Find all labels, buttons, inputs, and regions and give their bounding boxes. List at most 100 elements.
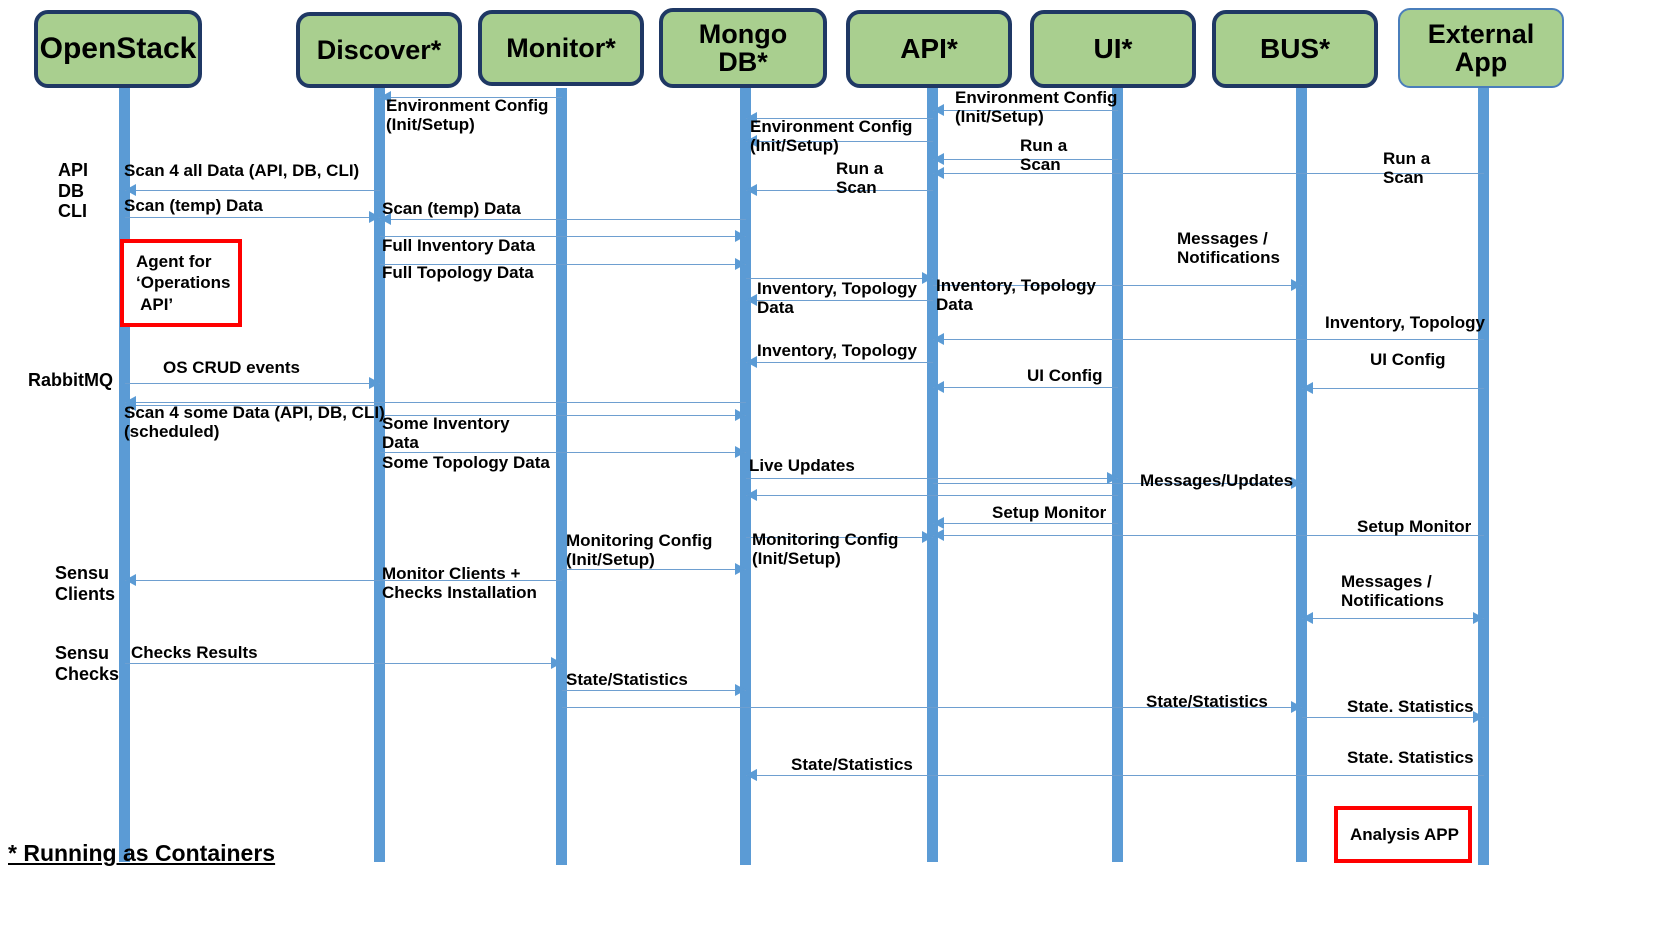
message-line-m37 [1301, 717, 1484, 718]
message-line-m33 [1301, 618, 1484, 619]
message-label-m03: Environment Config (Init/Setup) [955, 88, 1118, 127]
arrowhead-m23 [734, 409, 746, 421]
message-label-m11: Full Inventory Data [382, 236, 536, 255]
arrowhead-m20 [368, 377, 380, 389]
arrowhead-m02 [745, 112, 757, 124]
lifeline-api [927, 88, 938, 862]
message-line-m01 [379, 97, 562, 98]
message-label-m15: Inventory, Topology Data [936, 276, 1096, 315]
arrowhead-m24 [734, 446, 746, 458]
message-label-m34: Checks Results [131, 643, 258, 662]
message-label-m26: Messages/Updates [1140, 471, 1294, 490]
message-label-m01: Environment Config (Init/Setup) [386, 96, 549, 135]
message-line-m07 [932, 173, 1484, 174]
message-label-m39: State/Statistics [791, 755, 913, 774]
message-line-m16 [932, 339, 1484, 340]
message-line-m14 [745, 300, 933, 301]
message-line-m05 [932, 159, 1118, 160]
arrowhead-m15 [921, 272, 933, 284]
message-line-m12 [379, 264, 746, 265]
message-line-m22 [124, 405, 380, 406]
arrowhead-m28 [932, 517, 944, 529]
message-label-m10: Scan (temp) Data [382, 199, 521, 218]
arrowhead-m39 [745, 769, 757, 781]
arrowhead-m32 [124, 574, 136, 586]
gutter-label-2: Sensu Clients [55, 563, 116, 604]
actor-box-openstack[interactable]: OpenStack [34, 10, 202, 88]
message-label-m14: Inventory, Topology Data [757, 279, 917, 318]
lifeline-mongodb [740, 88, 751, 865]
message-label-m22: Scan 4 some Data (API, DB, CLI) (schedul… [124, 403, 385, 442]
actor-box-monitor[interactable]: Monitor* [478, 10, 644, 86]
message-label-m13: Messages / Notifications [1177, 229, 1280, 268]
arrowhead-m16 [932, 333, 944, 345]
message-line-m34 [124, 663, 562, 664]
gutter-label-3: Sensu Checks [55, 643, 120, 684]
actor-box-mongodb[interactable]: Mongo DB* [659, 8, 827, 88]
message-line-m32 [124, 580, 562, 581]
actor-box-externalapp[interactable]: External App [1398, 8, 1564, 88]
lifeline-monitor [556, 88, 567, 865]
message-line-m31 [561, 569, 746, 570]
arrowhead-m07 [932, 167, 944, 179]
message-line-m06 [124, 190, 380, 191]
actor-box-ui[interactable]: UI* [1030, 10, 1196, 88]
message-line-m20 [124, 383, 380, 384]
arrowhead-m14 [745, 294, 757, 306]
arrowhead-m10 [379, 213, 391, 225]
message-label-m37: State. Statistics [1347, 697, 1474, 716]
message-label-m33: Messages / Notifications [1341, 572, 1444, 611]
message-line-m17 [745, 362, 933, 363]
message-label-m18: UI Config [1027, 366, 1103, 385]
arrowhead-m34 [550, 657, 562, 669]
arrowhead-m33 [1472, 612, 1484, 624]
actor-box-bus[interactable]: BUS* [1212, 10, 1378, 88]
message-label-m31: Monitoring Config (Init/Setup) [566, 531, 713, 570]
arrowhead-m27 [745, 489, 757, 501]
footnote-running-as-containers: * Running as Containers [8, 840, 276, 866]
arrowhead-m36 [1290, 701, 1302, 713]
arrowhead-m05 [932, 153, 944, 165]
message-line-m24 [379, 452, 746, 453]
message-label-m19: UI Config [1370, 350, 1446, 369]
message-line-m30 [745, 537, 933, 538]
message-line-m08 [745, 190, 933, 191]
actor-box-discover[interactable]: Discover* [296, 12, 462, 88]
message-label-m16: Inventory, Topology [1325, 313, 1485, 332]
message-label-m24: Some Topology Data [382, 453, 550, 472]
arrowhead-m03 [932, 104, 944, 116]
message-line-m13 [932, 285, 1302, 286]
arrowhead-m30 [921, 531, 933, 543]
message-line-m27 [745, 495, 1118, 496]
arrowhead-m18 [932, 381, 944, 393]
message-line-m02 [745, 118, 933, 119]
message-line-m39 [745, 775, 933, 776]
arrowhead-m04 [745, 135, 757, 147]
actor-box-api[interactable]: API* [846, 10, 1012, 88]
message-label-m06: Scan 4 all Data (API, DB, CLI) [124, 161, 360, 180]
arrowhead-m12 [734, 258, 746, 270]
message-line-m35 [561, 690, 746, 691]
message-label-m07: Run a Scan [1383, 149, 1431, 188]
arrowhead-m33 [1301, 612, 1313, 624]
message-label-m29: Setup Monitor [1357, 517, 1472, 536]
message-label-m08: Run a Scan [836, 159, 884, 198]
arrowhead-m31 [734, 563, 746, 575]
message-line-m38 [745, 775, 1484, 776]
message-line-m10 [379, 219, 746, 220]
message-label-m32: Monitor Clients + Checks Installation [382, 564, 537, 603]
arrowhead-m13 [1290, 279, 1302, 291]
message-line-m21 [124, 402, 746, 403]
message-line-m15 [745, 278, 933, 279]
arrowhead-m22 [124, 399, 136, 411]
message-label-m05: Run a Scan [1020, 136, 1068, 175]
message-line-m19 [1301, 388, 1484, 389]
message-line-m18 [932, 387, 1118, 388]
message-label-m23: Some Inventory Data [382, 414, 510, 453]
message-line-m29 [932, 535, 1484, 536]
message-line-m28 [932, 523, 1118, 524]
message-line-m36 [561, 707, 1302, 708]
arrowhead-m29 [932, 529, 944, 541]
message-label-m30: Monitoring Config (Init/Setup) [752, 530, 899, 569]
